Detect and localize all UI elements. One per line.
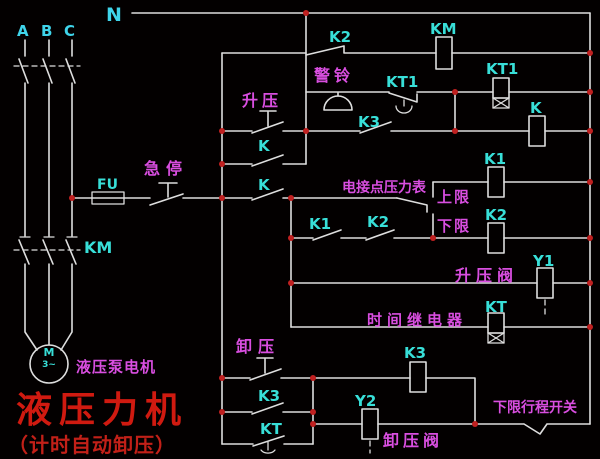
boost-button-icon: 升压 [221,91,361,134]
boost-label: 升压 [242,91,282,110]
k-main-contact-icon: K [221,176,398,201]
k1-contact-icon: K1 [290,215,367,241]
motor-icon: M 3~ [24,263,73,384]
boost-valve-label: 升压阀 [455,266,518,285]
phase-c-label: C [64,22,75,40]
estop-label: 急停 [144,159,188,178]
kt1-contact-label: KT1 [386,73,418,91]
k2-contact2-label: K2 [367,213,389,231]
km-coil-icon: KM [430,20,591,70]
k-seal-label: K [258,137,271,155]
disconnect-switch-icon [13,39,81,237]
motor-phase-label: 3~ [42,360,56,370]
y1-coil-icon: Y1 升压阀 [290,252,591,318]
subtitle-text: （计时自动卸压） [8,433,176,457]
k3-contact-icon: K3 [358,113,530,134]
relief-label: 卸压 [236,337,280,356]
k-main-label: K [258,176,271,194]
k1-coil-label: K1 [484,150,506,168]
k-coil-label: K [530,99,543,117]
lower-limit-label: 下限 [437,217,471,235]
travel-switch-icon: 下限行程开关 [474,399,591,435]
junction-dots [69,10,593,427]
y2-coil-icon: Y2 卸压阀 [312,392,476,454]
k3-contact2-icon: K3 [221,387,314,415]
time-relay-label: 时间继电器 [367,311,467,329]
kt1-coil-label: KT1 [486,60,518,78]
k2-coil-label: K2 [485,206,507,224]
k1-contact-label: K1 [309,215,331,233]
km-main-contacts-icon: KM [13,236,112,265]
y1-label: Y1 [532,252,554,270]
phase-a-label: A [17,22,29,40]
title-text: 液压力机 [16,390,188,431]
fuse-icon: FU [71,177,151,205]
kt1-coil-icon: KT1 [486,60,591,109]
k3-contact-label: K3 [358,113,380,131]
k-seal-contact-icon: K [221,137,307,167]
upper-limit-label: 上限 [437,188,471,206]
k3-coil-icon: K3 [404,344,476,425]
k2-coil-icon: K2 [485,206,591,254]
k2-contact-icon: K2 [221,28,437,56]
travel-switch-label: 下限行程开关 [493,399,577,416]
motor-m-label: M [44,346,55,359]
y2-label: Y2 [354,392,376,410]
pressure-gauge-contact-icon: 电接点压力表 上限 下限 [342,179,471,239]
k3-coil-label: K3 [404,344,426,362]
phase-b-label: B [41,22,52,40]
km-main-label: KM [84,238,112,257]
pump-motor-label: 液压泵电机 [76,358,156,376]
drawing-title: 液压力机 （计时自动卸压） [8,390,188,457]
kt-delay-contact-icon: KT [221,420,314,454]
k1-coil-icon: K1 [432,150,591,198]
relief-valve-label: 卸压阀 [383,431,443,450]
k3-contact2-label: K3 [258,387,280,405]
k2-contact2-icon: K2 [365,213,489,241]
kt-contact-label: KT [260,420,283,438]
kt-coil-label: KT [485,298,508,316]
neutral-label: N [106,4,122,26]
kt-coil-icon: KT 时间继电器 [290,298,591,344]
estop-button-icon: 急停 [144,159,223,206]
relief-button-icon: 卸压 [221,337,411,381]
alarm-bell-icon: 警铃 [305,66,390,111]
k2-contact-label: K2 [329,28,351,46]
alarm-bell-label: 警铃 [313,66,354,85]
pressure-gauge-label: 电接点压力表 [342,179,427,196]
km-coil-label: KM [430,20,457,38]
phase-labels: A B C [17,22,75,40]
kt1-delay-contact-icon: KT1 [386,73,494,114]
k-coil-icon: K [528,99,591,147]
fuse-label: FU [97,177,118,193]
